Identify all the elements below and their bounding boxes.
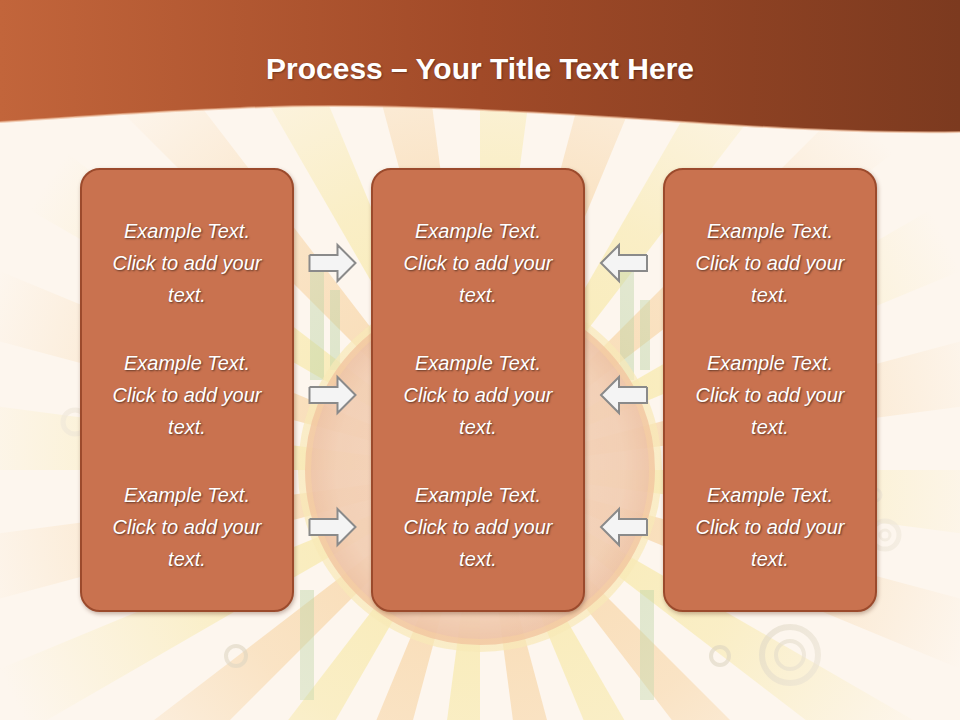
slide-title: Process – Your Title Text Here [266,52,694,86]
process-box: Example Text. Click to add your text. Exa… [371,168,585,612]
box-text: Example Text. Click to add your text. [688,215,853,311]
box-text: Example Text. Click to add your text. [396,347,561,443]
block-arrow [601,509,647,545]
block-arrow [310,377,356,413]
box-text: Example Text. Click to add your text. [688,347,853,443]
block-arrow [601,377,647,413]
block-arrow [310,245,356,281]
process-box: Example Text. Click to add your text. Exa… [80,168,294,612]
block-arrow [601,245,647,281]
block-arrow [310,509,356,545]
box-text: Example Text. Click to add your text. [396,215,561,311]
box-text: Example Text. Click to add your text. [105,347,270,443]
box-text: Example Text. Click to add your text. [396,479,561,575]
box-text: Example Text. Click to add your text. [105,215,270,311]
box-text: Example Text. Click to add your text. [105,479,270,575]
title-bar: Process – Your Title Text Here [0,52,960,86]
process-box: Example Text. Click to add your text. Exa… [663,168,877,612]
box-text: Example Text. Click to add your text. [688,479,853,575]
